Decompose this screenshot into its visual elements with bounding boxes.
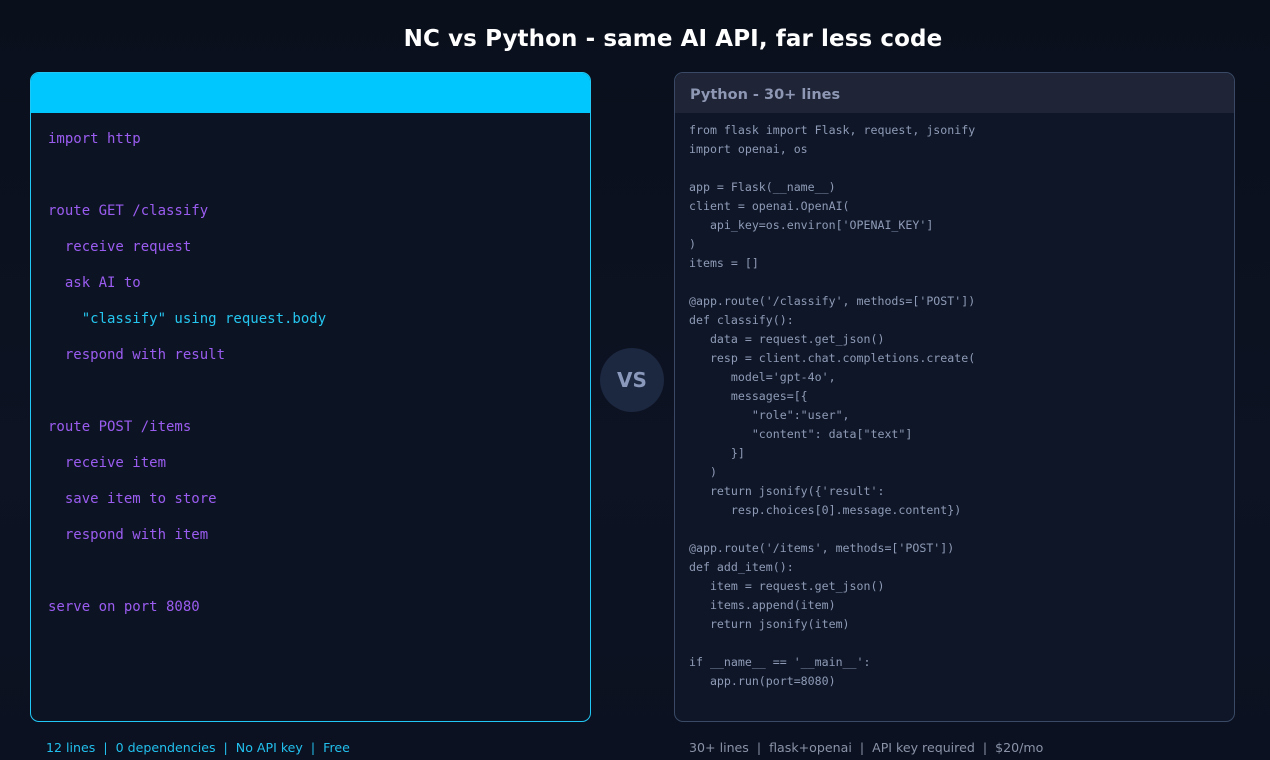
nc-code-block: import http route GET /classify receive r… [31, 113, 590, 625]
page-title: NC vs Python - same AI API, far less cod… [403, 26, 943, 52]
python-code-line: @app.route('/classify', methods=['POST']… [689, 294, 976, 308]
python-code-line: def add_item(): [689, 560, 794, 574]
python-panel-header: Python - 30+ lines [675, 73, 1234, 113]
python-code-line [689, 634, 1234, 653]
nc-code-line [48, 553, 590, 589]
python-code-line: "content": data["text"] [689, 427, 913, 441]
python-code-line: resp.choices[0].message.content}) [689, 503, 962, 517]
nc-code-line: respond with result [48, 347, 226, 363]
python-code-line: import openai, os [689, 142, 808, 156]
nc-code-line: receive item [48, 455, 167, 471]
python-code-line: resp = client.chat.completions.create( [689, 351, 976, 365]
python-code-line: return jsonify(item) [689, 617, 850, 631]
nc-code-line: ask AI to [48, 275, 141, 291]
nc-code-line: "classify" using request.body [48, 311, 327, 327]
vs-badge: VS [600, 348, 664, 412]
python-code-line: app.run(port=8080) [689, 674, 836, 688]
python-code-line: items = [] [689, 256, 759, 270]
nc-code-line: route GET /classify [48, 203, 209, 219]
python-code-line: app = Flask(__name__) [689, 180, 836, 194]
nc-code-line: receive request [48, 239, 192, 255]
python-code-line [689, 520, 1234, 539]
nc-code-line: route POST /items [48, 419, 192, 435]
python-code-line: client = openai.OpenAI( [689, 199, 850, 213]
python-code-block: from flask import Flask, request, jsonif… [675, 113, 1234, 691]
nc-panel-header [31, 73, 590, 113]
python-code-line: }] [689, 446, 745, 460]
python-code-line [689, 159, 1234, 178]
python-code-panel: Python - 30+ lines from flask import Fla… [674, 72, 1235, 722]
python-code-line: data = request.get_json() [689, 332, 885, 346]
nc-code-line: respond with item [48, 527, 209, 543]
python-code-line: return jsonify({'result': [689, 484, 885, 498]
nc-code-line [48, 157, 590, 193]
python-code-line: items.append(item) [689, 598, 836, 612]
python-code-line: ) [689, 237, 696, 251]
python-code-line: item = request.get_json() [689, 579, 885, 593]
nc-code-panel: import http route GET /classify receive r… [30, 72, 591, 722]
nc-code-line: import http [48, 131, 141, 147]
python-stats-footer: 30+ lines | flask+openai | API key requi… [689, 740, 1044, 755]
nc-code-line: save item to store [48, 491, 217, 507]
python-code-line [689, 273, 1234, 292]
nc-code-line [48, 373, 590, 409]
python-code-line: model='gpt-4o', [689, 370, 836, 384]
python-code-line: from flask import Flask, request, jsonif… [689, 123, 976, 137]
python-code-line: @app.route('/items', methods=['POST']) [689, 541, 955, 555]
nc-code-line: serve on port 8080 [48, 599, 200, 615]
python-code-line: ) [689, 465, 717, 479]
nc-stats-footer: 12 lines | 0 dependencies | No API key |… [46, 740, 350, 755]
python-code-line: "role":"user", [689, 408, 850, 422]
python-code-line: if __name__ == '__main__': [689, 655, 871, 669]
python-code-line: api_key=os.environ['OPENAI_KEY'] [689, 218, 934, 232]
python-code-line: messages=[{ [689, 389, 808, 403]
python-code-line: def classify(): [689, 313, 794, 327]
